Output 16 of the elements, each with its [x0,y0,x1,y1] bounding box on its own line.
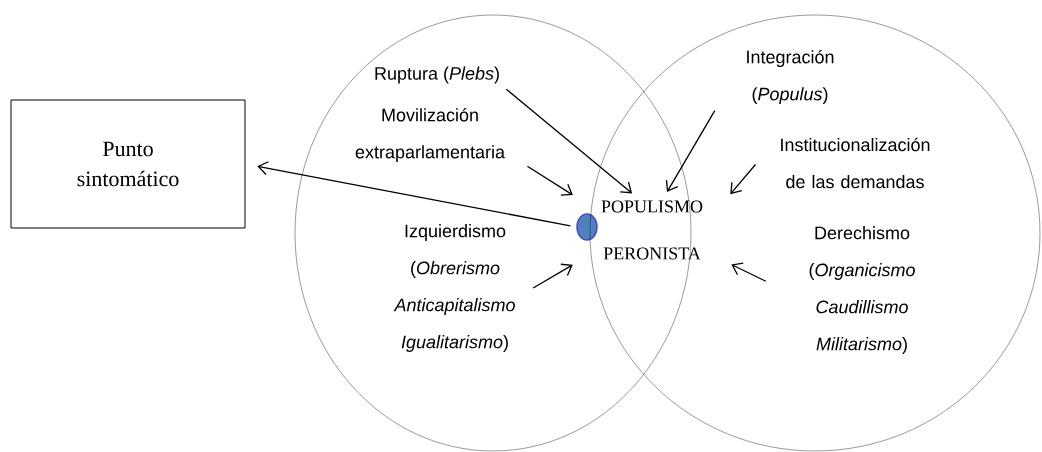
arrow [526,165,573,196]
arrow [532,263,573,289]
arrow [505,88,633,194]
text-box: Punto sintomático [10,99,246,229]
arrow [731,262,767,282]
arrow [730,163,757,195]
dot [576,213,598,241]
arrow [257,161,571,227]
concept-label: Movilización extraparlamentaria [355,108,505,162]
concept-label: Integración (Populus) [747,50,834,104]
concept-label: Ruptura (Plebs) [375,66,499,84]
venn-circle [589,14,1041,452]
concept-label: Institucionalización de las demandas [781,137,930,189]
concept-label: Izquierdismo (Obrerismo Anticapitalismo Igualitarismo) [393,224,515,352]
arrow [665,110,716,193]
concept-label: Derechismo (Organicismo Caudillismo Militarismo) [809,226,915,354]
